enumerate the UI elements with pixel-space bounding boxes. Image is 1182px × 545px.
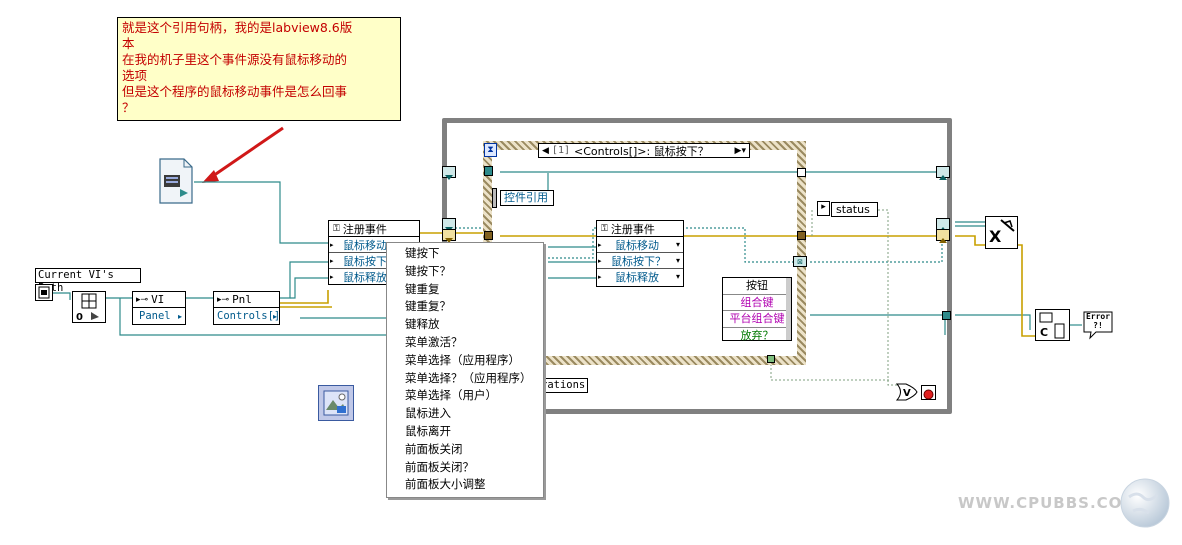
vi-file-icon[interactable] (158, 157, 194, 205)
menu-item[interactable]: 前面板关闭 (405, 441, 463, 456)
case-item[interactable]: 组合键 (723, 295, 791, 311)
menu-item[interactable]: 菜单选择？（应用程序） (405, 370, 532, 385)
status-tunnel-bottom[interactable] (767, 355, 775, 363)
annotation-line: 本 (122, 36, 135, 51)
annotation-arrow-head (202, 170, 219, 183)
case-item[interactable]: 按钮 (723, 278, 791, 295)
svg-text:X: X (989, 227, 1002, 246)
register-events-title: 注册事件 (610, 222, 655, 236)
menu-item[interactable]: 菜单选择（用户） (405, 388, 497, 403)
menu-item[interactable]: 前面板大小调整 (405, 477, 486, 492)
menu-item[interactable]: 键重复 (405, 281, 440, 296)
property-node-icon: ▸⊸ (136, 294, 149, 305)
status-wires (770, 209, 898, 386)
timeout-hourglass-icon[interactable]: ⧗ (484, 143, 497, 157)
event-row-label: 鼠标释放 (615, 270, 659, 284)
event-row[interactable]: ▸鼠标移动▾ (597, 237, 683, 253)
simple-error-icon[interactable]: Error ?! (1082, 310, 1114, 340)
event-tunnel-in[interactable] (484, 166, 493, 176)
register-events-icon: ⚿ (601, 223, 608, 234)
event-reg-tunnel[interactable]: ⊠ (793, 256, 807, 267)
cluster-tunnel-out[interactable] (797, 231, 806, 240)
annotation-line: 就是这个引用句柄，我的是labview8.6版 (122, 20, 353, 35)
status-label: status (831, 202, 878, 217)
menu-item[interactable]: 鼠标进入 (405, 406, 451, 421)
event-row[interactable]: ▸鼠标按下？▾ (597, 253, 683, 269)
pnl-property-node[interactable]: ▸⊸ Pnl Controls[] ▸ (213, 291, 280, 325)
annotation-line: 在我的机子里这个事件源没有鼠标移动的 (122, 52, 348, 67)
menu-item[interactable]: 鼠标离开 (405, 423, 451, 438)
merge-errors-icon[interactable]: C (1035, 309, 1070, 341)
vi-node-title: VI (151, 293, 165, 306)
event-row-label: 鼠标移动 (615, 238, 659, 252)
pnl-node-property[interactable]: Controls[] (217, 310, 281, 322)
error-node-label: Error ?! (1085, 312, 1111, 330)
control-ref-label: 控件引用 (500, 190, 554, 206)
build-path-icon[interactable]: 0 (72, 291, 106, 323)
register-events-node-1[interactable]: ⚿ 注册事件 ▸鼠标移动 ▸鼠标按下？ ▸鼠标释放 (328, 220, 420, 285)
pnl-node-title: Pnl (232, 293, 252, 306)
destroy-user-event-icon[interactable]: X (985, 216, 1018, 249)
vi-property-node[interactable]: ▸⊸ VI Panel ▸ (132, 291, 186, 325)
case-item[interactable]: 放弃？ (740, 328, 774, 342)
case-items-list[interactable]: 按钮 组合键 平台组合键 放弃？ (722, 277, 792, 342)
vi-node-property[interactable]: Panel (139, 310, 171, 322)
shift-register-right-low[interactable] (936, 229, 950, 243)
event-row-label: 鼠标按下？ (343, 254, 398, 268)
event-case-label: <Controls[]>: 鼠标按下？ (573, 144, 709, 158)
register-events-title: 注册事件 (342, 222, 387, 236)
event-case-selector[interactable]: ◀ [1] <Controls[]>: 鼠标按下？ ▶▾ (538, 143, 750, 158)
event-data-node-left[interactable] (492, 188, 497, 208)
image-decoration-icon[interactable] (318, 385, 354, 421)
property-node-icon: ▸⊸ (217, 294, 230, 305)
menu-item[interactable]: 键重复？ (405, 299, 451, 314)
menu-item[interactable]: 前面板关闭？ (405, 459, 474, 474)
menu-item[interactable]: 键按下？ (405, 263, 451, 278)
current-vi-path-label: Current VI's Path (35, 268, 141, 294)
event-row-label: 鼠标移动 (343, 238, 387, 252)
iterations-label: rations (530, 378, 588, 393)
annotation-arrow (209, 126, 284, 180)
case-list-scrollbar[interactable] (786, 278, 791, 340)
annotation-line: 选项 (122, 68, 148, 83)
globe-watermark-icon (1119, 477, 1171, 529)
event-row-label: 鼠标释放 (343, 270, 387, 284)
svg-text:V: V (903, 388, 911, 399)
unbundle-icon[interactable]: ▸ (817, 201, 830, 216)
annotation-note: 就是这个引用句柄，我的是labview8.6版 本 在我的机子里这个事件源没有鼠… (117, 17, 401, 121)
shift-register-right-top[interactable] (936, 166, 950, 180)
menu-item[interactable]: 菜单激活？ (405, 334, 463, 349)
cluster-tunnel-in[interactable] (484, 231, 493, 240)
annotation-line: 但是这个程序的鼠标移动事件是怎么回事 (122, 84, 348, 99)
next-case-arrow[interactable]: ▶▾ (734, 145, 746, 156)
menu-item[interactable]: 键按下 (405, 246, 440, 260)
menu-item[interactable]: 菜单选择（应用程序） (405, 352, 520, 367)
event-row[interactable]: ▸鼠标释放▾ (597, 269, 683, 284)
svg-text:0: 0 (76, 312, 83, 322)
shift-register-left-low[interactable] (442, 229, 456, 243)
stop-icon[interactable] (921, 385, 936, 400)
event-tunnel-out[interactable] (797, 168, 806, 177)
or-icon[interactable]: V (895, 383, 918, 401)
event-row-label: 鼠标按下？ (611, 254, 666, 268)
event-case-index: [1] (551, 145, 570, 156)
context-menu[interactable]: 键按下 键按下？ 键重复 键重复？ 键释放 菜单激活？ 菜单选择（应用程序） 菜… (386, 242, 544, 498)
case-item[interactable]: 平台组合键 (723, 311, 791, 328)
prev-case-arrow[interactable]: ◀ (542, 145, 549, 156)
register-events-icon: ⚿ (333, 223, 340, 234)
menu-item[interactable]: 键释放 (405, 317, 440, 332)
loop-tunnel[interactable] (942, 311, 951, 320)
watermark-text: WWW.CPUBBS.COM (958, 494, 1139, 512)
annotation-line: ？ (122, 100, 135, 115)
register-events-node-2[interactable]: ⚿ 注册事件 ▸鼠标移动▾ ▸鼠标按下？▾ ▸鼠标释放▾ (596, 220, 684, 287)
shift-register-left-top[interactable] (442, 166, 456, 180)
path-constant-icon[interactable] (35, 284, 53, 301)
svg-text:C: C (1040, 326, 1048, 339)
